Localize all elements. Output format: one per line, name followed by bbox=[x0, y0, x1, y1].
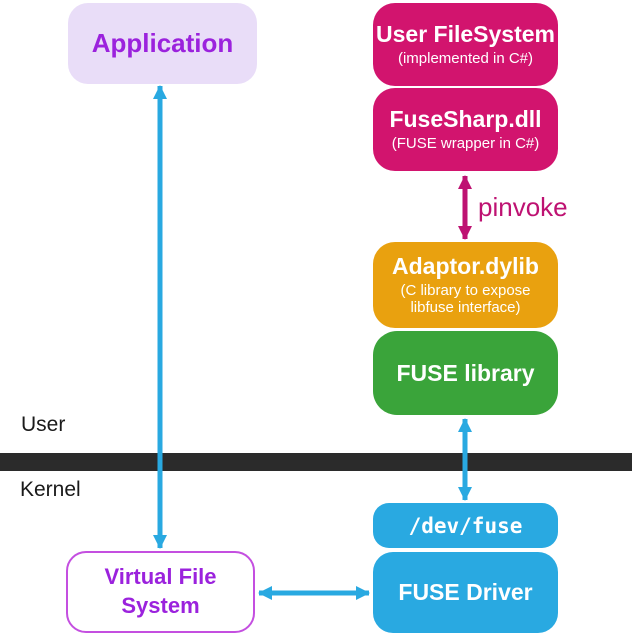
user-zone-label: User bbox=[21, 413, 66, 436]
fuse-driver-label: FUSE Driver bbox=[398, 579, 533, 606]
fuse-library-box: FUSE library bbox=[373, 331, 558, 415]
fusesharp-box: FuseSharp.dll (FUSE wrapper in C#) bbox=[373, 88, 558, 171]
user-filesystem-subtitle: (implemented in C#) bbox=[397, 49, 534, 67]
virtual-file-system-box: Virtual File System bbox=[66, 551, 255, 633]
user-filesystem-box: User FileSystem (implemented in C#) bbox=[373, 3, 558, 86]
virtual-file-system-label: Virtual File System bbox=[104, 564, 217, 618]
fusesharp-title: FuseSharp.dll bbox=[389, 106, 542, 133]
pinvoke-label: pinvoke bbox=[478, 192, 568, 222]
user-filesystem-title: User FileSystem bbox=[376, 21, 555, 48]
fusesharp-subtitle: (FUSE wrapper in C#) bbox=[391, 134, 540, 152]
fuse-driver-box: FUSE Driver bbox=[373, 552, 558, 633]
dev-fuse-label: /dev/fuse bbox=[408, 513, 523, 538]
adaptor-dylib-subtitle: (C library to expose libfuse interface) bbox=[400, 281, 531, 317]
kernel-zone-label: Kernel bbox=[20, 478, 81, 501]
dev-fuse-box: /dev/fuse bbox=[373, 503, 558, 548]
application-label: Application bbox=[91, 28, 234, 58]
adaptor-dylib-box: Adaptor.dylib (C library to expose libfu… bbox=[373, 242, 558, 328]
adaptor-dylib-title: Adaptor.dylib bbox=[392, 253, 539, 280]
fuse-library-label: FUSE library bbox=[396, 359, 535, 386]
application-box: Application bbox=[68, 3, 257, 84]
